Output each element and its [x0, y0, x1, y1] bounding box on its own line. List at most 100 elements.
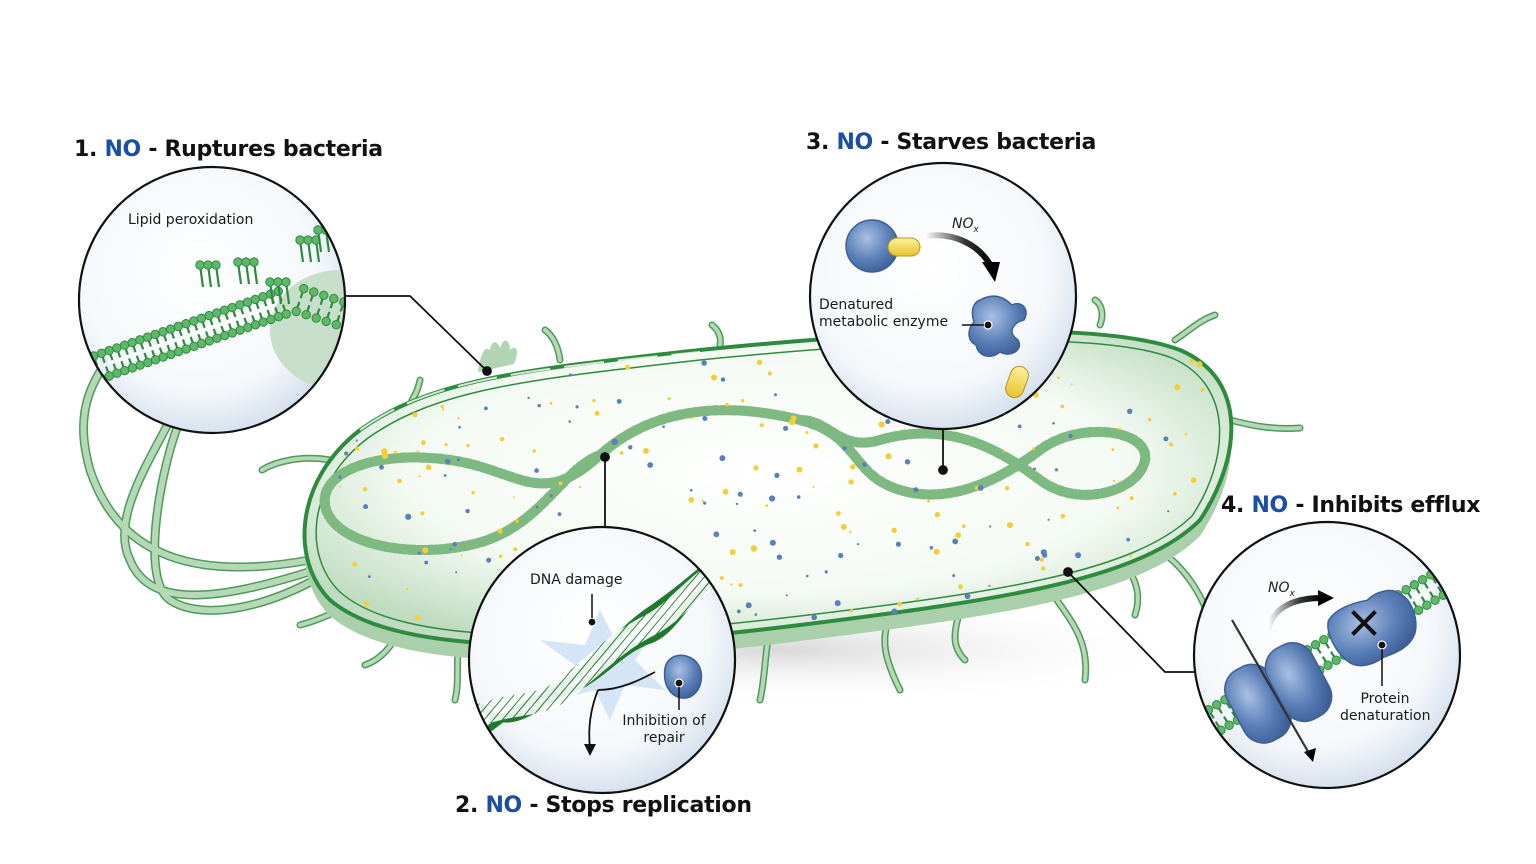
- particle: [776, 554, 783, 560]
- particle: [916, 597, 920, 601]
- label-dna-damage: DNA damage: [530, 572, 623, 588]
- particle: [662, 425, 665, 429]
- particle: [824, 570, 828, 574]
- particle: [1006, 522, 1014, 529]
- particle: [988, 584, 991, 587]
- particle: [1200, 387, 1205, 392]
- particle: [989, 525, 992, 528]
- separator: -: [148, 137, 158, 162]
- particle: [1060, 404, 1065, 409]
- particle: [549, 494, 553, 498]
- particle: [440, 405, 444, 409]
- x-mark-icon: [1351, 610, 1377, 636]
- particle: [769, 495, 776, 502]
- particle: [933, 548, 940, 555]
- particle: [885, 419, 891, 425]
- particle: [420, 511, 425, 516]
- particle: [449, 548, 452, 551]
- particle: [534, 468, 539, 473]
- particle: [1167, 510, 1170, 513]
- particle: [850, 609, 854, 613]
- particle: [416, 450, 420, 454]
- particle: [729, 549, 736, 556]
- particle: [443, 474, 447, 477]
- particle: [774, 393, 777, 397]
- callout-1-title: 1. NO - Ruptures bacteria: [74, 137, 383, 162]
- leader-line-1: [343, 295, 488, 372]
- particle: [1075, 552, 1082, 559]
- effect-text: Stops replication: [545, 793, 753, 818]
- callout-number: 4.: [1221, 493, 1245, 518]
- particle: [354, 446, 360, 451]
- particle: [769, 539, 776, 546]
- particle: [484, 406, 488, 411]
- released-substrate: [1005, 365, 1029, 399]
- particle: [513, 547, 518, 552]
- agent-no: NO: [836, 130, 873, 155]
- particle: [719, 455, 726, 462]
- particle: [750, 545, 758, 552]
- particle: [405, 587, 409, 591]
- particle: [456, 458, 460, 462]
- particle: [913, 487, 919, 493]
- particle: [397, 478, 402, 484]
- particle: [1040, 549, 1047, 556]
- particle: [667, 397, 671, 401]
- particle: [719, 576, 724, 580]
- particle: [753, 465, 759, 471]
- particle: [455, 571, 458, 574]
- label-line: denaturation: [1340, 708, 1431, 724]
- particle: [363, 600, 370, 607]
- callout-number: 1.: [74, 137, 98, 162]
- particle: [977, 485, 984, 491]
- efflux-pump-right: [1264, 642, 1333, 723]
- particle: [1116, 506, 1120, 510]
- particle: [515, 519, 519, 523]
- particle: [643, 448, 649, 454]
- denatured-enzyme: [968, 295, 1027, 357]
- effect-text: Ruptures bacteria: [164, 137, 384, 162]
- particle: [1172, 491, 1177, 496]
- particle: [862, 462, 867, 467]
- particle: [1052, 422, 1055, 425]
- particle: [367, 575, 371, 578]
- label-denatured-metabolic-enzyme: Denatured metabolic enzyme: [819, 297, 948, 331]
- particle: [1057, 376, 1060, 380]
- leader-dot-1: [482, 366, 492, 376]
- particle: [738, 583, 743, 588]
- callout-number: 2.: [455, 793, 479, 818]
- callout-number: 3.: [806, 130, 830, 155]
- particle: [767, 371, 772, 376]
- particle: [955, 532, 961, 539]
- particle: [796, 466, 803, 473]
- chromosome-dna: [325, 410, 1146, 550]
- particle: [927, 499, 930, 503]
- nox-arrow: [924, 232, 995, 270]
- long-flagella: [79, 325, 323, 615]
- particle: [1047, 518, 1050, 521]
- particle: [849, 530, 852, 533]
- particle: [730, 583, 733, 586]
- nox-base: NO: [952, 216, 974, 232]
- particle: [616, 399, 622, 404]
- callout-4-title: 4. NO - Inhibits efflux: [1221, 493, 1480, 518]
- particle: [840, 523, 847, 530]
- agent-no: NO: [104, 137, 141, 162]
- particle: [647, 462, 654, 468]
- particle: [720, 377, 726, 382]
- label-protein-denaturation: Protein denaturation: [1340, 691, 1430, 725]
- lens-3-enzyme: [808, 161, 1078, 431]
- particle: [549, 401, 553, 405]
- separator: -: [1295, 493, 1305, 518]
- particle: [713, 531, 720, 538]
- particle: [703, 501, 707, 505]
- particle: [425, 464, 432, 471]
- particle: [783, 425, 789, 431]
- particle: [1111, 448, 1115, 452]
- particle: [785, 594, 788, 597]
- lens-1-membrane-rupture: [77, 165, 347, 435]
- particle: [418, 475, 421, 478]
- particle: [458, 425, 461, 429]
- leader-dot-2: [600, 452, 610, 462]
